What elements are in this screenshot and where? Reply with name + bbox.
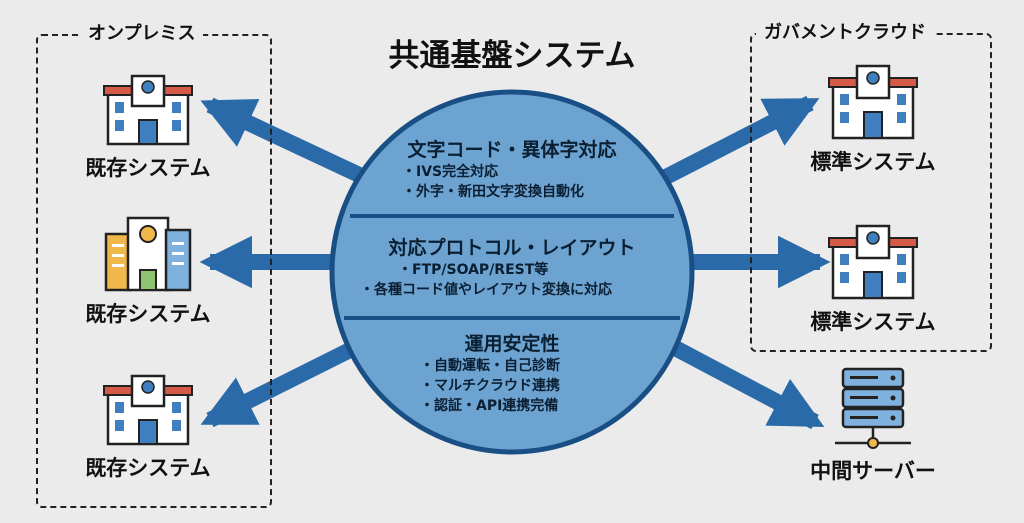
hub-section-3-item-2: ・マルチクラウド連携 <box>420 378 560 394</box>
diagram-title: 共通基盤システム <box>388 38 636 74</box>
building-icon <box>828 224 918 300</box>
government-cloud-group-title: ガバメントクラウド <box>756 22 934 44</box>
onpremise-group-title: オンプレミス <box>80 23 204 45</box>
building-icon <box>103 74 193 146</box>
left-system-node-1: 既存システム <box>58 72 238 182</box>
hub-section-2-title: 対応プロトコル・レイアウト <box>388 237 636 259</box>
left-system-label-1: 既存システム <box>85 156 211 180</box>
left-system-node-3: 既存システム <box>58 372 238 482</box>
hub-section-3-item-3: ・認証・API連携完備 <box>420 398 559 414</box>
hub-section-2: 対応プロトコル・レイアウト ・FTP/SOAP/REST等 ・各種コード値やレイ… <box>352 236 672 300</box>
left-system-node-2: 既存システム <box>58 212 238 328</box>
right-system-label-1: 標準システム <box>810 150 936 174</box>
hub-circle <box>329 89 695 455</box>
hub-section-1-title: 文字コード・異体字対応 <box>407 139 617 161</box>
server-icon <box>835 367 911 449</box>
hub-section-1-item-2: ・外字・新田文字変換自動化 <box>402 184 584 200</box>
left-system-label-3: 既存システム <box>85 456 211 480</box>
middle-server-label: 中間サーバー <box>810 459 936 483</box>
hub-section-1: 文字コード・異体字対応 ・IVS完全対応 ・外字・新田文字変換自動化 <box>362 138 662 202</box>
hub-section-3: 運用安定性 ・自動運転・自己診断 ・マルチクラウド連携 ・認証・API連携完備 <box>362 332 662 416</box>
building-icon <box>103 374 193 446</box>
middle-server-node: 中間サーバー <box>783 367 963 485</box>
hub-section-1-item-1: ・IVS完全対応 <box>402 164 499 180</box>
right-system-node-2: 標準システム <box>783 222 963 336</box>
arrow-to-left-system-1 <box>200 97 374 188</box>
arrow-to-right-system-1 <box>656 95 820 188</box>
building-icon <box>828 64 918 140</box>
arrow-to-middle-server <box>656 332 825 430</box>
hub-section-2-item-1: ・FTP/SOAP/REST等 <box>398 262 549 278</box>
left-system-label-2: 既存システム <box>85 302 211 326</box>
hub-section-3-item-1: ・自動運転・自己診断 <box>420 358 560 374</box>
right-system-node-1: 標準システム <box>783 62 963 176</box>
hub-section-2-item-2: ・各種コード値やレイアウト変換に対応 <box>360 282 612 298</box>
arrow-to-left-system-3 <box>200 332 374 428</box>
hub-section-3-title: 運用安定性 <box>464 333 560 355</box>
right-system-label-2: 標準システム <box>810 310 936 334</box>
office-building-icon <box>104 216 192 292</box>
